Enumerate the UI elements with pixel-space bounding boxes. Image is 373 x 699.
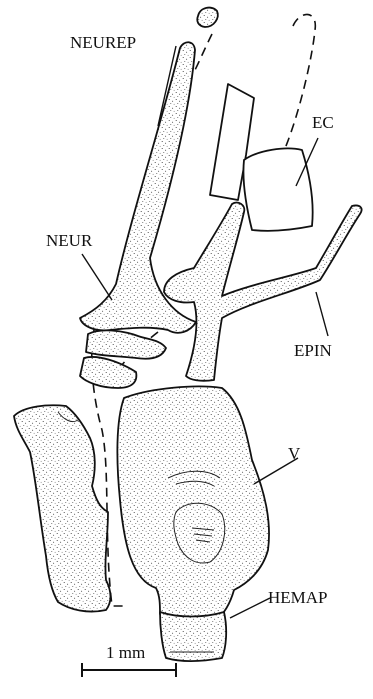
label-v: V xyxy=(288,444,301,463)
vertebral-centrum xyxy=(117,386,269,622)
hemal-process xyxy=(160,612,226,661)
neural-spine-dashed-outline xyxy=(195,34,212,70)
label-hemap: HEMAP xyxy=(268,588,328,607)
label-neur: NEUR xyxy=(46,231,93,250)
label-neurep: NEUREP xyxy=(70,33,136,52)
ec-plate-lower xyxy=(243,148,312,230)
leader-neur xyxy=(82,254,112,300)
adjacent-centrum-fragment xyxy=(14,405,111,611)
leader-epin xyxy=(316,292,328,336)
neural-arch-fragment-2 xyxy=(80,357,136,388)
epineural-spine-dashed-outline xyxy=(281,14,315,158)
label-epin: EPIN xyxy=(294,341,332,360)
leader-hemap xyxy=(230,598,270,618)
scale-bar-label: 1 mm xyxy=(106,643,145,662)
neural-spine-tip xyxy=(197,8,218,27)
label-ec: EC xyxy=(312,113,334,132)
scale-bar: 1 mm xyxy=(82,643,176,677)
